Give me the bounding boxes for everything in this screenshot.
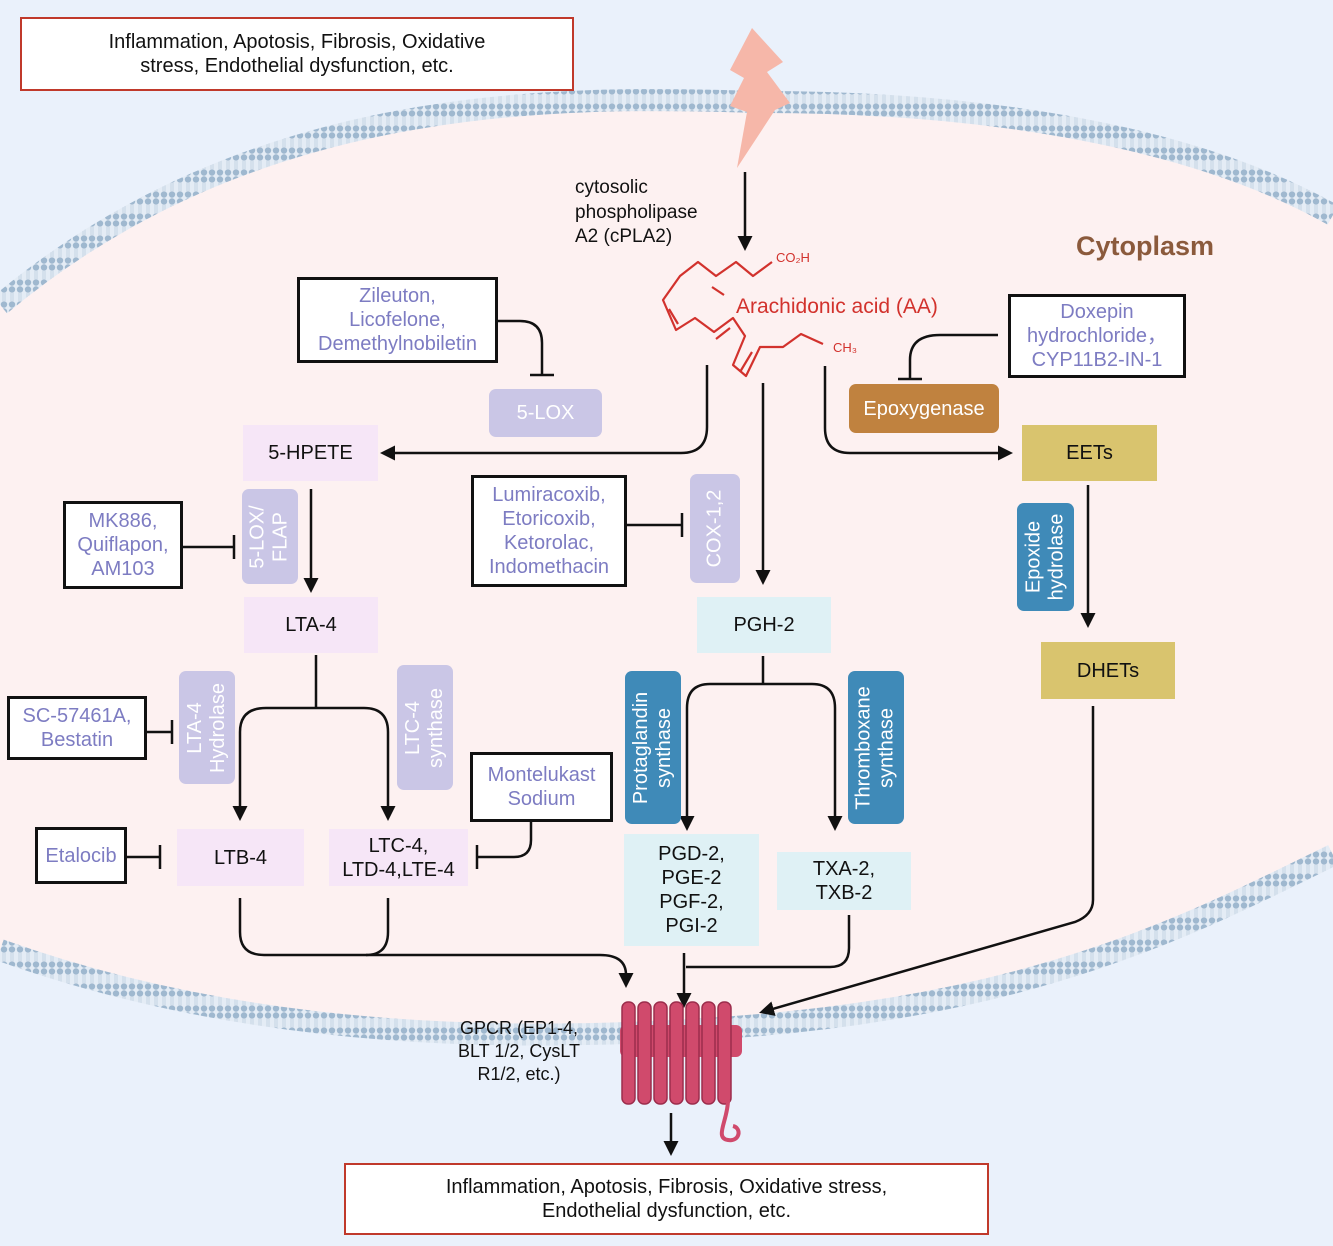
aa-methyl-group: CH₃ bbox=[833, 340, 857, 355]
arrow-pgh2-to-pgd2 bbox=[679, 682, 711, 831]
metabolite-lta4: LTA-4 bbox=[244, 597, 378, 653]
inhibitor-box-flap: MK886, Quiflapon, AM103 bbox=[63, 501, 183, 589]
cpla2-label: cytosolic phospholipase A2 (cPLA2) bbox=[575, 177, 698, 248]
outcome-box-bottom: Inflammation, Apotosis, Fibrosis, Oxidat… bbox=[344, 1163, 989, 1235]
enzyme-lta4-hydrolase: LTA-4 Hydrolase bbox=[179, 671, 235, 784]
inhibit-flap bbox=[183, 535, 236, 559]
enzyme-epoxide-hydrolase: Epoxide hydrolase bbox=[1017, 503, 1074, 611]
enzyme-5-lox-flap: 5-LOX/ FLAP bbox=[242, 489, 298, 584]
inhibitor-box-ltb4: Etalocib bbox=[35, 827, 127, 884]
metabolite-dhets: DHETs bbox=[1041, 642, 1175, 699]
enzyme-epoxygenase: Epoxygenase bbox=[849, 384, 999, 433]
enzyme-5-lox-flap-label: 5-LOX/ FLAP bbox=[247, 504, 293, 569]
inhibit-lta4-hydrolase bbox=[147, 720, 174, 744]
metabolite-5-hpete: 5-HPETE bbox=[243, 425, 378, 481]
enzyme-lta4-hydrolase-label: LTA-4 Hydrolase bbox=[184, 682, 230, 773]
inhibit-ltb4 bbox=[127, 845, 162, 869]
arachidonic-acid-structure bbox=[661, 260, 824, 378]
enzyme-prostaglandin-synthase: Protaglandin synthase bbox=[625, 671, 681, 824]
gpcr-label: GPCR (EP1-4, BLT 1/2, CysLT R1/2, etc.) bbox=[458, 1018, 581, 1085]
arrow-aa-to-eets bbox=[823, 366, 1013, 461]
inhibit-lox bbox=[498, 319, 554, 377]
enzyme-cox-label: COX-1,2 bbox=[703, 489, 726, 568]
inhibitor-box-lta4-hydrolase: SC-57461A, Bestatin bbox=[7, 696, 147, 760]
arachidonic-acid-label: Arachidonic acid (AA) bbox=[736, 295, 938, 318]
arrow-leukotrienes-to-gpcr bbox=[238, 898, 634, 988]
enzyme-thromboxane-synthase-label: Thromboxane synthase bbox=[853, 685, 898, 810]
arrow-aa-to-hpete bbox=[380, 365, 709, 461]
metabolite-prostaglandins: PGD-2, PGE-2 PGF-2, PGI-2 bbox=[624, 834, 759, 946]
enzyme-prostaglandin-synthase-label: Protaglandin synthase bbox=[630, 691, 675, 804]
inhibit-epoxygenase bbox=[898, 333, 998, 381]
arrow-pgh2-to-txa2 bbox=[710, 656, 835, 828]
enzyme-epoxide-hydrolase-label: Epoxide hydrolase bbox=[1022, 513, 1068, 601]
arrow-dhets-to-gpcr bbox=[759, 706, 1095, 1016]
metabolite-eets: EETs bbox=[1022, 425, 1157, 481]
stimulus-lightning-icon bbox=[730, 28, 790, 168]
inhibit-cox bbox=[627, 513, 684, 537]
metabolite-ltb4: LTB-4 bbox=[177, 829, 304, 886]
aa-carboxyl-group: CO₂H bbox=[776, 250, 810, 265]
inhibitor-box-epoxygenase: Doxepin hydrochloride， CYP11B2-IN-1 bbox=[1008, 294, 1186, 378]
metabolite-pgh2: PGH-2 bbox=[697, 597, 831, 653]
inhibitor-box-lox: Zileuton, Licofelone, Demethylnobiletin bbox=[297, 277, 498, 363]
arrow-ltc4-merge-curve bbox=[365, 931, 390, 957]
enzyme-ltc4-synthase: LTC-4 synthase bbox=[397, 665, 453, 790]
inhibitor-box-cysltr: Montelukast Sodium bbox=[470, 752, 613, 822]
metabolite-ltc4-ltd4-lte4: LTC-4, LTD-4,LTE-4 bbox=[329, 829, 468, 886]
arrow-txs-to-gpcr bbox=[686, 915, 851, 969]
outcome-box-top: Inflammation, Apotosis, Fibrosis, Oxidat… bbox=[20, 17, 574, 91]
metabolite-thromboxanes: TXA-2, TXB-2 bbox=[777, 852, 911, 910]
inhibit-cysltr bbox=[475, 822, 533, 869]
cytoplasm-label: Cytoplasm bbox=[1076, 231, 1215, 261]
enzyme-5-lox: 5-LOX bbox=[489, 389, 602, 437]
enzyme-cox: COX-1,2 bbox=[690, 474, 740, 583]
enzyme-thromboxane-synthase: Thromboxane synthase bbox=[848, 671, 904, 824]
arrow-lta4-to-ltc4 bbox=[266, 655, 388, 818]
inhibitor-box-cox: Lumiracoxib, Etoricoxib, Ketorolac, Indo… bbox=[471, 475, 627, 587]
arrow-lta4-to-ltb4 bbox=[232, 706, 267, 821]
gpcr-receptor-icon bbox=[620, 1001, 742, 1143]
enzyme-ltc4-synthase-label: LTC-4 synthase bbox=[402, 687, 447, 768]
cell-membrane-bottom bbox=[0, 845, 1333, 1046]
